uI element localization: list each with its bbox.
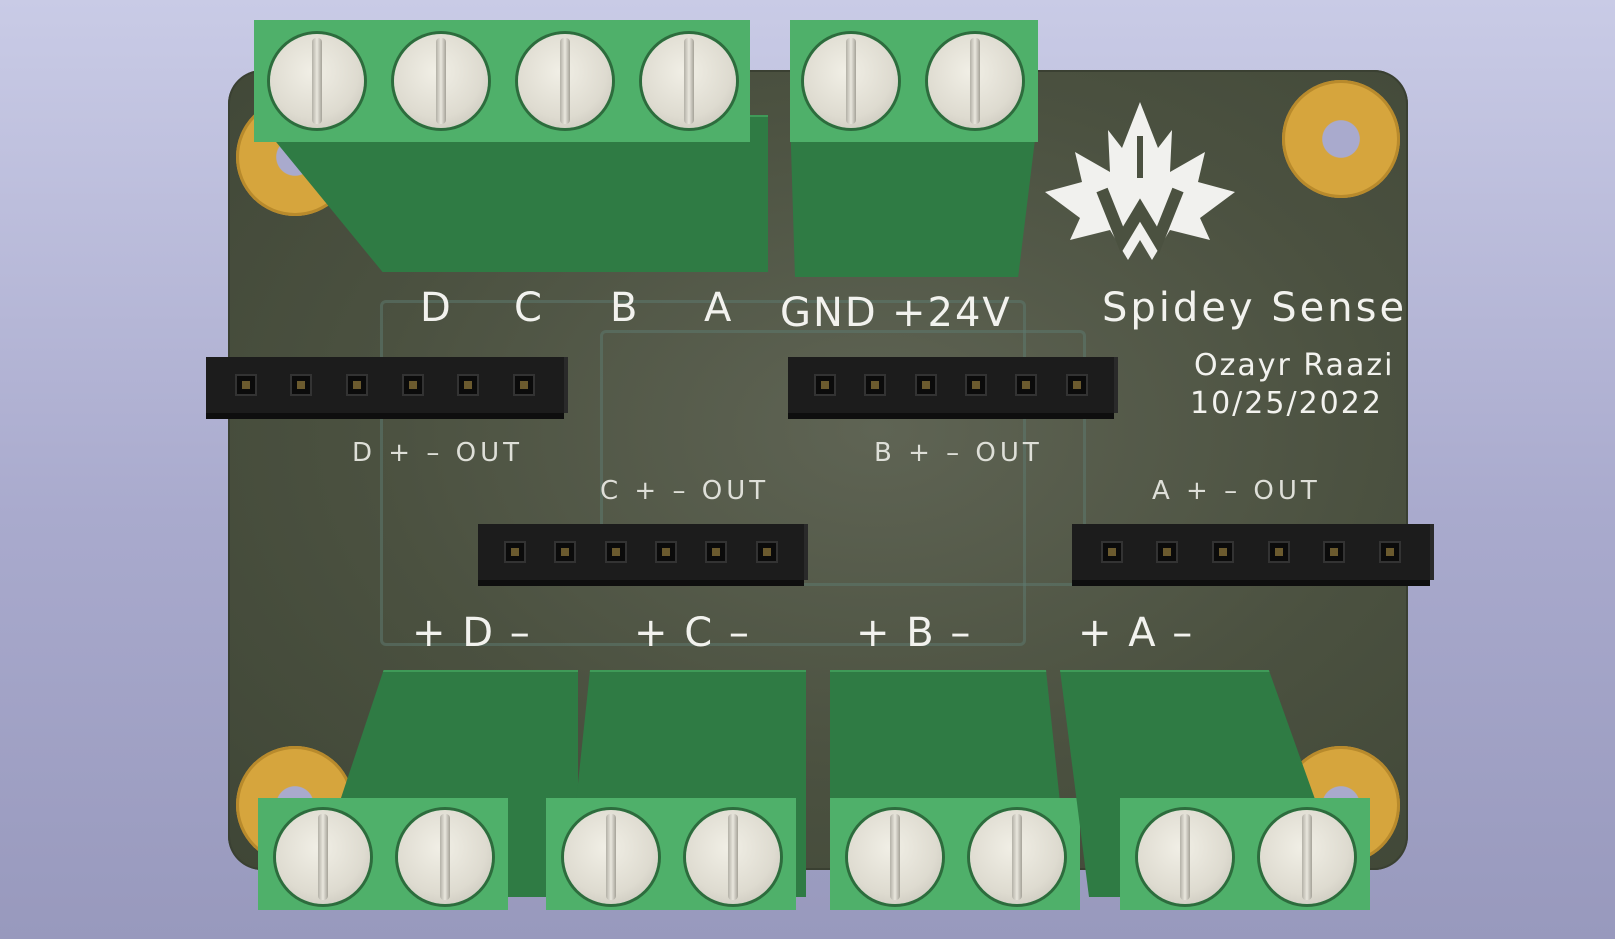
- header-pin[interactable]: [504, 541, 527, 563]
- mounting-hole-top-right: [1282, 80, 1400, 198]
- header-pin[interactable]: [755, 541, 778, 563]
- header-pin[interactable]: [1015, 374, 1038, 396]
- label-input-b: B: [610, 285, 640, 331]
- label-output-d: + D –: [412, 610, 532, 656]
- header-pin[interactable]: [457, 374, 480, 396]
- header-pin[interactable]: [554, 541, 577, 563]
- label-24v: +24V: [892, 290, 1012, 336]
- terminal-block-output-d: [258, 670, 578, 915]
- label-input-a: A: [704, 285, 734, 331]
- label-c-out: C + – OUT: [600, 476, 770, 506]
- label-b-out: B + – OUT: [874, 438, 1043, 468]
- design-date: 10/25/2022: [1190, 386, 1383, 421]
- header-pin[interactable]: [655, 541, 678, 563]
- screw-terminal-c-plus[interactable]: [564, 810, 658, 904]
- screw-terminal-c-minus[interactable]: [686, 810, 780, 904]
- terminal-block-output-a: [1060, 670, 1380, 915]
- screw-terminal-24v[interactable]: [928, 34, 1022, 128]
- screw-terminal-b[interactable]: [518, 34, 612, 128]
- header-pin[interactable]: [914, 374, 937, 396]
- screw-terminal-c[interactable]: [394, 34, 488, 128]
- terminal-block-output-c: [546, 670, 806, 915]
- header-pin[interactable]: [1323, 541, 1346, 563]
- label-output-a: + A –: [1078, 610, 1195, 656]
- terminal-block-output-b: [830, 670, 1090, 915]
- label-output-b: + B –: [856, 610, 973, 656]
- label-input-d: D: [420, 285, 453, 331]
- screw-terminal-a-minus[interactable]: [1260, 810, 1354, 904]
- header-pin[interactable]: [234, 374, 257, 396]
- pin-header-d-out[interactable]: [206, 357, 564, 413]
- header-pin[interactable]: [290, 374, 313, 396]
- author-name: Ozayr Raazi: [1194, 348, 1395, 383]
- pcb-trace: [380, 300, 1026, 646]
- header-pin[interactable]: [604, 541, 627, 563]
- header-pin[interactable]: [965, 374, 988, 396]
- label-input-c: C: [514, 285, 544, 331]
- header-pin[interactable]: [401, 374, 424, 396]
- screw-terminal-d-minus[interactable]: [398, 810, 492, 904]
- header-pin[interactable]: [1156, 541, 1179, 563]
- label-d-out: D + – OUT: [352, 438, 523, 468]
- screw-terminal-a[interactable]: [642, 34, 736, 128]
- pin-header-b-out[interactable]: [788, 357, 1114, 413]
- screw-terminal-d-plus[interactable]: [276, 810, 370, 904]
- terminal-block-power: [790, 20, 1040, 277]
- pcb-trace: [600, 330, 1086, 586]
- screw-terminal-d[interactable]: [270, 34, 364, 128]
- header-pin[interactable]: [814, 374, 837, 396]
- screw-terminal-a-plus[interactable]: [1138, 810, 1232, 904]
- header-pin[interactable]: [1100, 541, 1123, 563]
- header-pin[interactable]: [346, 374, 369, 396]
- header-pin[interactable]: [1379, 541, 1402, 563]
- screw-terminal-gnd[interactable]: [804, 34, 898, 128]
- header-pin[interactable]: [864, 374, 887, 396]
- header-pin[interactable]: [705, 541, 728, 563]
- screw-terminal-b-minus[interactable]: [970, 810, 1064, 904]
- header-pin[interactable]: [1267, 541, 1290, 563]
- label-gnd: GND: [780, 290, 878, 336]
- header-pin[interactable]: [1212, 541, 1235, 563]
- terminal-block-signal-inputs: [254, 20, 768, 275]
- label-output-c: + C –: [634, 610, 751, 656]
- brand-title: Spidey Sense: [1102, 285, 1408, 331]
- header-pin[interactable]: [513, 374, 536, 396]
- label-a-out: A + – OUT: [1152, 476, 1321, 506]
- maple-leaf-logo: [1045, 102, 1235, 260]
- screw-terminal-b-plus[interactable]: [848, 810, 942, 904]
- header-pin[interactable]: [1065, 374, 1088, 396]
- pin-header-c-out[interactable]: [478, 524, 804, 580]
- pin-header-a-out[interactable]: [1072, 524, 1430, 580]
